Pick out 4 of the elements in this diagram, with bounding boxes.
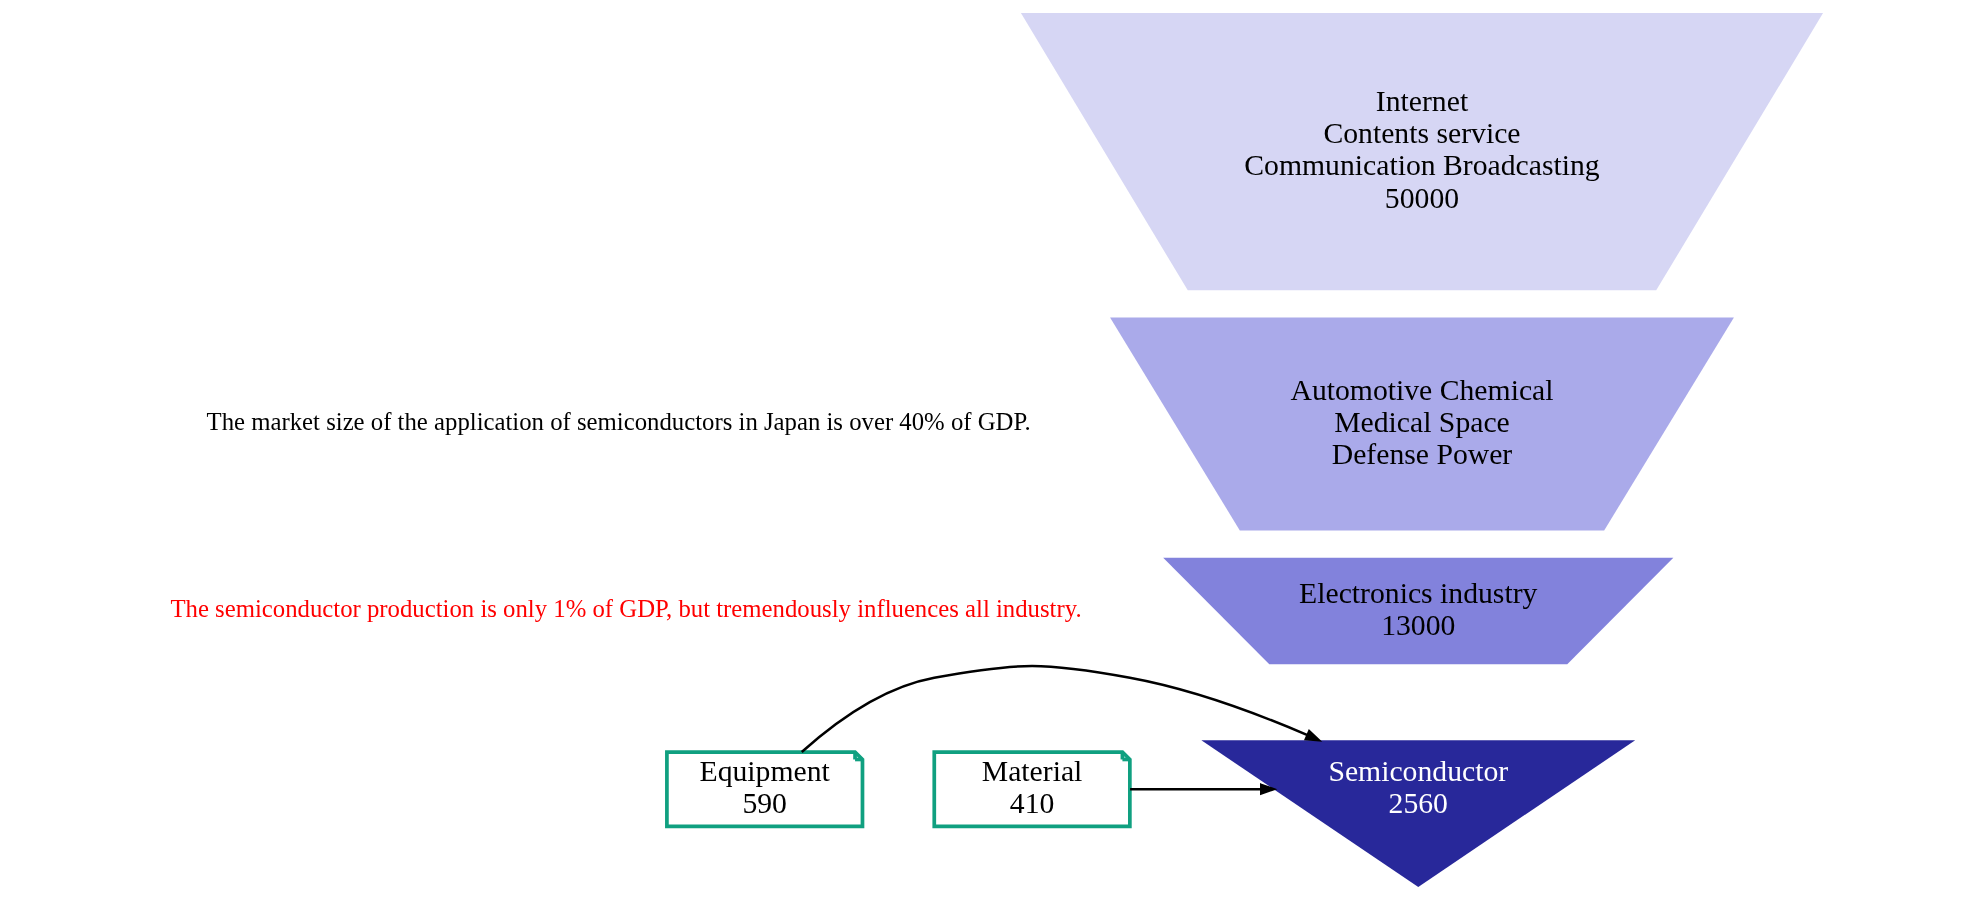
arrow bbox=[1130, 783, 1278, 796]
arrow bbox=[800, 664, 1323, 753]
label: The market size of the application of semiconductors in Japan is over 40% of GDP. bbox=[206, 408, 1031, 436]
label: The semiconductor production is only 1% of GDP, but tremendously influences all industry. bbox=[170, 595, 1082, 623]
